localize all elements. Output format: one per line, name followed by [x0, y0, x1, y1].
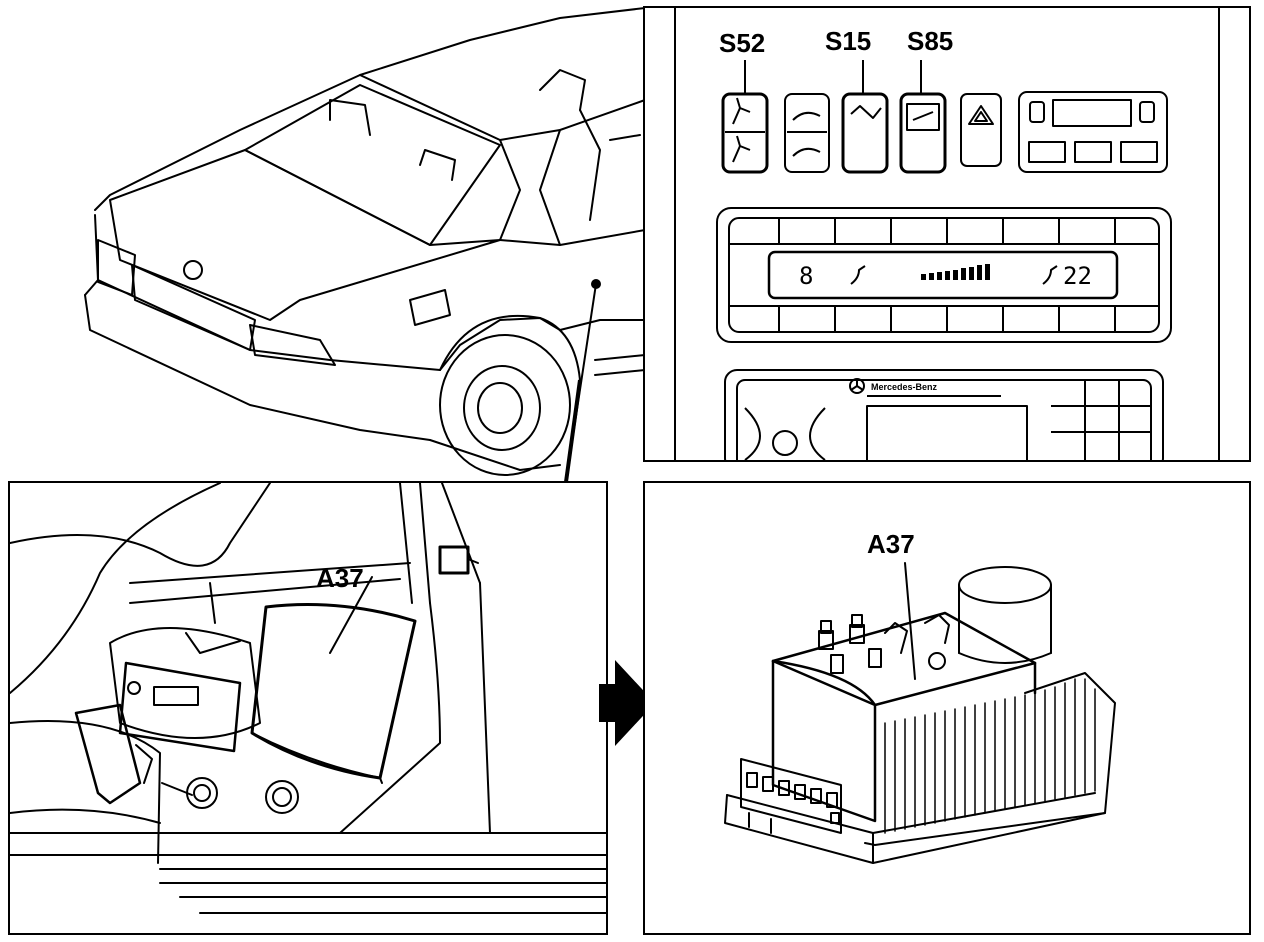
display-right-value: 22	[1063, 262, 1092, 290]
hazard-switch	[960, 93, 1002, 167]
center-console-panel: Mercedes-Benz S52 S15 S85 8 22	[643, 6, 1251, 462]
radio-unit	[724, 369, 1164, 460]
a37-heatsink	[724, 672, 1116, 864]
mercedes-star-icon	[849, 378, 865, 394]
s52-seat-switch	[721, 92, 769, 174]
a37-detail-panel: A37	[643, 481, 1251, 935]
seat-memory-switch	[784, 93, 830, 173]
a37-hose-fittings	[818, 614, 950, 674]
label-s15: S15	[825, 26, 872, 56]
label-a37-installed: A37	[316, 563, 364, 593]
right-arrow-icon	[599, 660, 655, 746]
installed-location-panel: A37	[8, 481, 608, 935]
fan-level-bars	[921, 264, 990, 280]
a37-motor-cylinder	[958, 566, 1052, 664]
display-left-value: 8	[799, 262, 814, 290]
a37-installed-unit	[250, 602, 417, 784]
a37-electrical-connector	[740, 758, 842, 834]
s85-window-switch	[899, 92, 947, 174]
s15-switch	[841, 92, 889, 174]
label-s85: S85	[907, 26, 954, 56]
climate-control-unit	[716, 207, 1172, 343]
climate-display	[767, 250, 1119, 300]
clock-unit	[1018, 91, 1168, 173]
label-a37-detail: A37	[867, 529, 915, 559]
label-s52: S52	[719, 28, 766, 58]
svg-text:Mercedes-Benz: Mercedes-Benz	[871, 382, 938, 392]
